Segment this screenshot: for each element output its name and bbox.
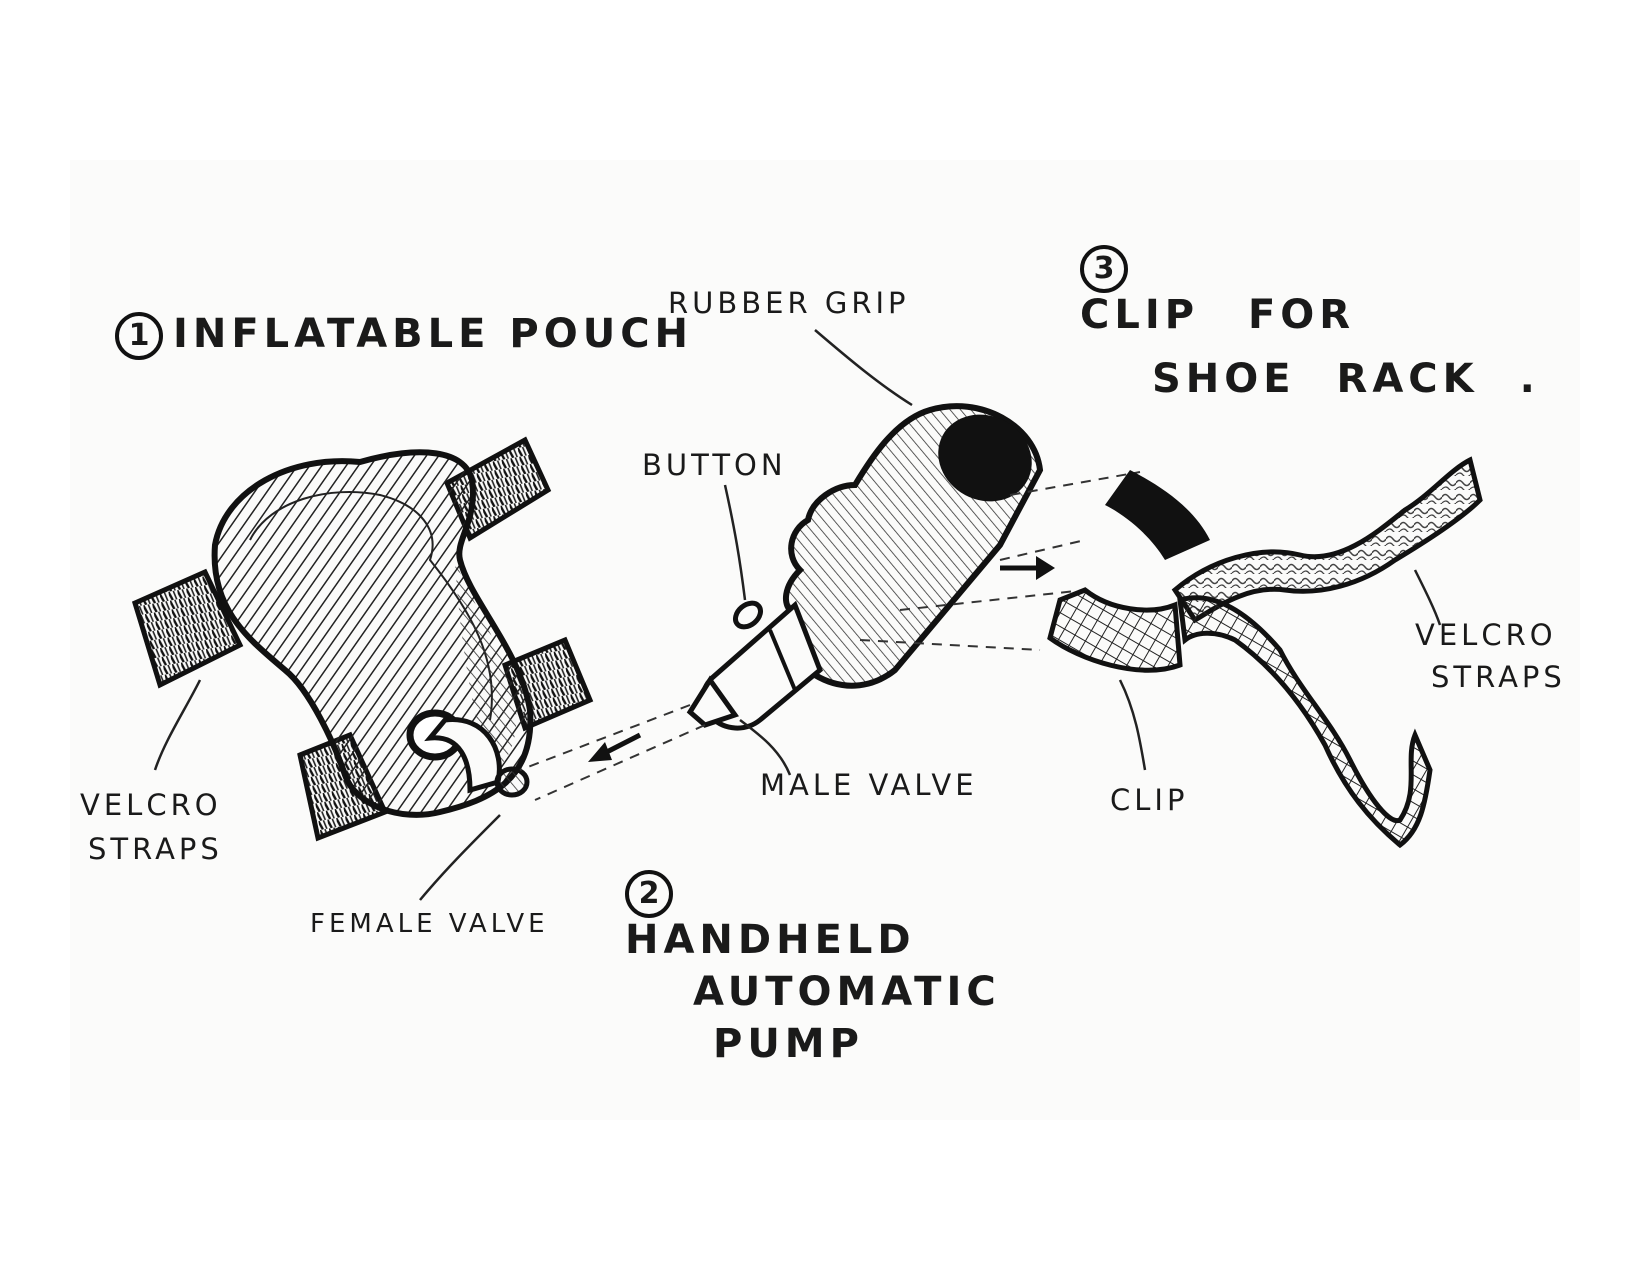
label-male-valve: MALE VALVE [760,770,978,802]
label-clip: CLIP [1110,785,1188,817]
leader-velcro-left [155,680,200,770]
step-number-1: 1 [115,312,163,360]
label-rubber-grip: RUBBER GRIP [668,288,910,320]
label-velcro-left-line-1: VELCRO [80,790,223,822]
clip-lower-jaw [1050,590,1180,670]
clip-upper-jaw [1105,470,1210,560]
title-inflatable-pouch: 1INFLATABLE POUCH [115,312,693,360]
title-handheld-pump: 2HANDHELD AUTOMATIC PUMP [625,870,1001,1066]
pump-button [731,598,765,631]
label-velcro-right-line-2: STRAPS [1431,662,1566,694]
label-velcro-straps-left: VELCRO STRAPS [80,790,223,866]
step-number-3: 3 [1080,245,1128,293]
title-clip-line-1: 3CLIP FOR [1080,245,1540,337]
label-velcro-left-line-2: STRAPS [88,834,223,866]
arrow-to-clip [1000,556,1055,580]
label-velcro-right-line-1: VELCRO [1415,620,1566,652]
leader-velcro-right [1415,570,1440,625]
velcro-strap-upper [1175,460,1480,620]
title-handheld-pump-line-3: PUMP [713,1022,1001,1066]
leader-clip [1120,680,1145,770]
label-velcro-straps-right: VELCRO STRAPS [1415,620,1566,694]
label-female-valve: FEMALE VALVE [310,910,549,939]
title-handheld-pump-line-2: AUTOMATIC [693,970,1001,1014]
leader-rubber-grip [815,330,912,405]
step-number-2: 2 [625,870,673,918]
title-clip-line-2: SHOE RACK . [1152,357,1540,401]
title-clip-for-shoe-rack: 3CLIP FOR SHOE RACK . [1080,245,1540,401]
title-inflatable-pouch-text: INFLATABLE POUCH [173,311,693,357]
leader-button [725,485,745,600]
inflatable-pouch [135,440,590,838]
label-button: BUTTON [642,450,787,482]
velcro-strap-lower [1180,598,1430,845]
title-handheld-pump-line-1: 2HANDHELD [625,870,1001,962]
leader-female-valve [420,815,500,900]
